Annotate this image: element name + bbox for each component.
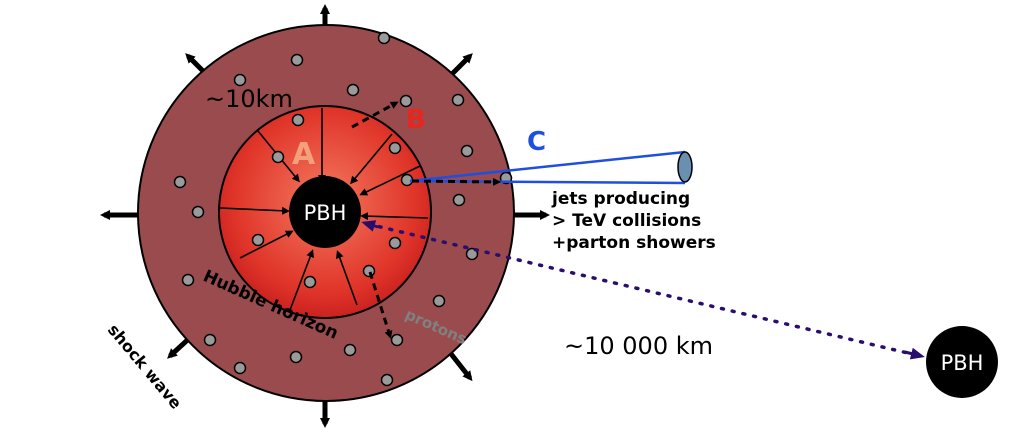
region-c-label: C: [527, 127, 546, 157]
dotted-arrowhead-center: [361, 220, 379, 232]
region-a-label: A: [292, 137, 316, 172]
pbh-far: [926, 326, 998, 398]
jets-line-3: +parton showers: [552, 233, 716, 253]
region-b-label: B: [406, 105, 426, 135]
shock-wave-label: shock wave: [104, 320, 186, 412]
shock-arrow-down-right: [446, 348, 473, 382]
protons-outer: [173, 31, 513, 387]
pbh-center: [289, 176, 361, 248]
jets-line-2: > TeV collisions: [552, 211, 701, 231]
jet-dashed-arrow: [411, 177, 501, 186]
protons-inner: [251, 141, 414, 289]
pbh-center-label: PBH: [304, 201, 347, 225]
scale-small-label: ~10km: [205, 85, 293, 113]
dotted-arrowhead-far: [904, 347, 925, 360]
infall-arrows: [219, 108, 429, 311]
jets-line-1: jets producing: [551, 189, 690, 209]
pbh-far-label: PBH: [941, 351, 984, 375]
ejection-arrow-b: [351, 101, 399, 129]
scale-large-label: ~10 000 km: [564, 332, 713, 360]
jet-cone: [409, 150, 693, 185]
